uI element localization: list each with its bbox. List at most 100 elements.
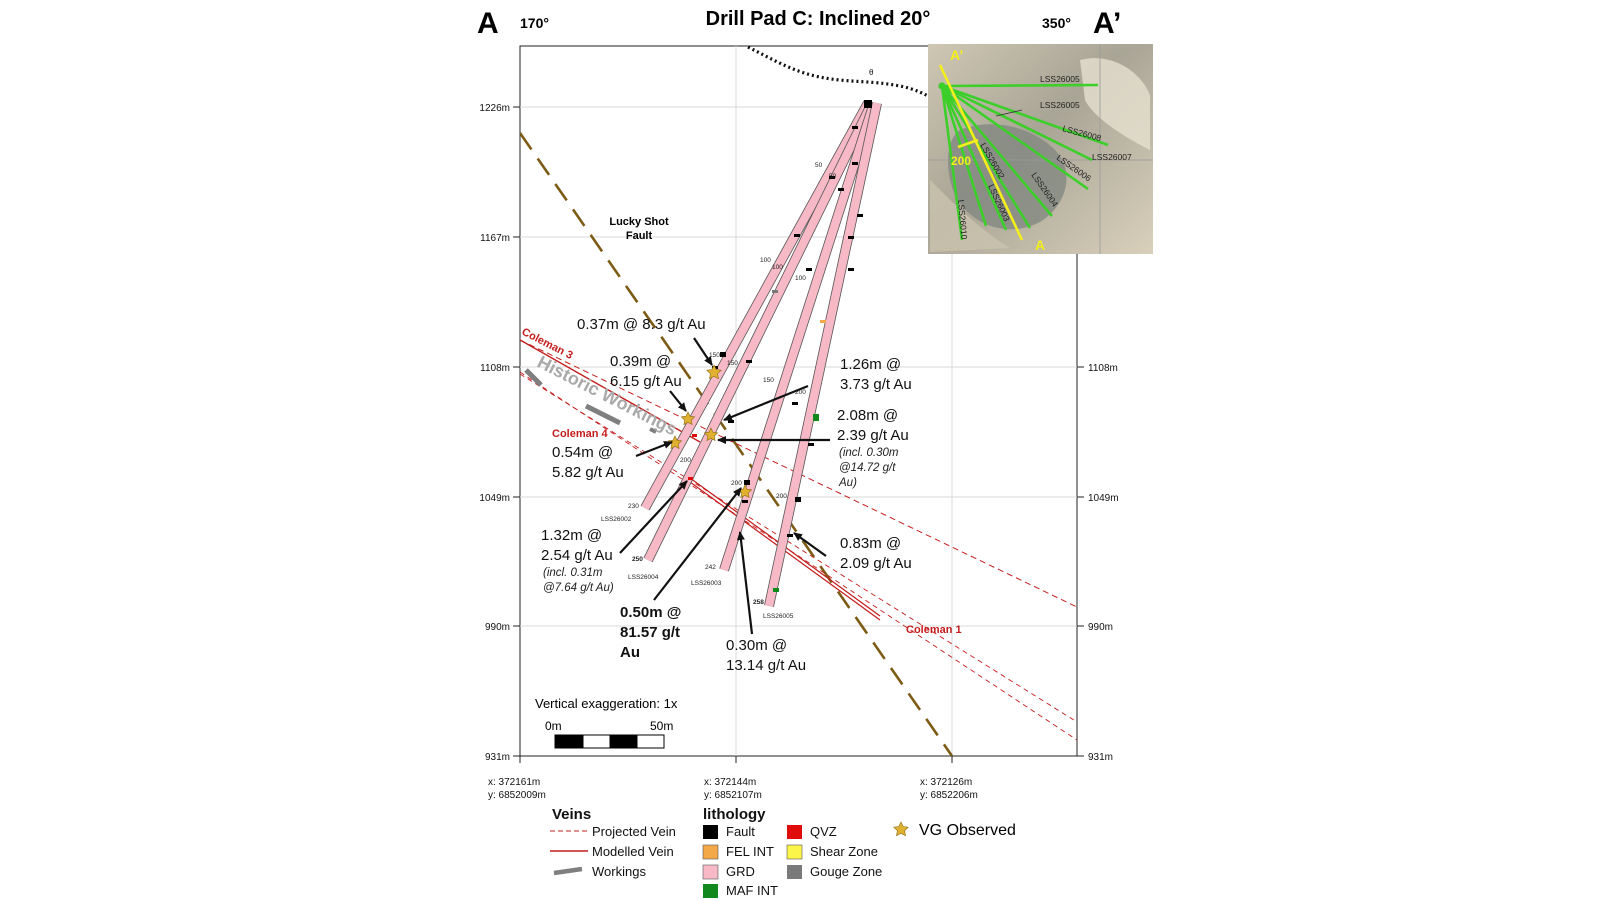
vg-star-3	[703, 427, 719, 442]
tick-lss26004-150: 150	[727, 360, 738, 367]
y-tick-990: 990m	[485, 622, 510, 633]
figure-title: Drill Pad C: Inclined 20°	[706, 8, 931, 30]
vg-star-1	[706, 364, 722, 380]
theta-label: θ	[869, 68, 874, 77]
y-tick-right-931: 931m	[1088, 752, 1113, 763]
intercept-1-arrow	[693, 337, 713, 366]
legend-qvz-swatch	[787, 825, 802, 839]
lss26005-end-depth: 258	[753, 599, 764, 606]
intercept-8-line-2: 81.57 g/t	[620, 624, 680, 641]
intercept-4-line-1: 2.08m @	[837, 407, 898, 424]
intercept-5-line-1: 0.54m @	[552, 444, 613, 461]
tick-lss26004-100: 100	[772, 264, 783, 271]
intercept-3-arrow	[723, 384, 809, 422]
intercept-6-note-2: @7.64 g/t Au)	[543, 582, 614, 594]
legend-vg-star-icon	[893, 821, 909, 837]
x-coord-2-x: x: 372144m	[704, 777, 756, 788]
vg-star-2	[680, 411, 696, 426]
lss26003-end-depth: 242	[705, 564, 716, 571]
y-tick-1167: 1167m	[480, 233, 510, 244]
lithology-intervals	[712, 126, 863, 592]
intercept-9-arrow	[736, 531, 754, 635]
vertical-exaggeration-label: Vertical exaggeration: 1x	[535, 696, 678, 711]
legend-workings: Workings	[592, 864, 646, 879]
intercept-3-line-2: 3.73 g/t Au	[840, 376, 912, 393]
tick-lss26003-100: 100	[795, 275, 806, 282]
intercept-2-arrow	[669, 390, 687, 412]
lss26002-name: LSS26002	[601, 516, 632, 523]
lucky-shot-fault-label-2: Fault	[626, 230, 653, 242]
qvz-markers	[688, 434, 697, 480]
inset-distance-label: 200	[951, 154, 971, 168]
intercept-4-note-1: (incl. 0.30m	[839, 447, 899, 459]
legend-fault-swatch	[703, 825, 718, 839]
legend-felint: FEL INT	[726, 844, 774, 859]
coleman-3-projected-vein	[520, 339, 1077, 608]
vg-stars	[667, 364, 753, 499]
lss26004-name: LSS26004	[628, 574, 659, 581]
lucky-shot-fault-label-1: Lucky Shot	[609, 216, 669, 228]
scale-fifty-label: 50m	[650, 719, 673, 733]
tick-lss26002-200: 200	[680, 457, 691, 464]
coleman-1-projected-vein	[520, 371, 1077, 741]
intercept-9-line-2: 13.14 g/t Au	[726, 657, 806, 674]
depth-ticks: 50 50 100 100 100 150 150 150 200 200 20…	[680, 162, 837, 500]
tick-lss26002-150: 150	[709, 352, 720, 359]
legend-mafint: MAF INT	[726, 883, 778, 898]
bearing-left: 170°	[520, 15, 549, 31]
inset-section-a: A	[1035, 237, 1045, 253]
hole-labels: 230 LSS26002 250 LSS26004 242 LSS26003 2…	[601, 503, 794, 620]
intercept-5-arrow	[635, 440, 673, 458]
legend-projected-vein: Projected Vein	[592, 824, 676, 839]
inset-hole-2: LSS26005	[1040, 100, 1080, 110]
inset-section-a-prime: A’	[950, 47, 963, 63]
y-tick-1226: 1226m	[479, 103, 510, 114]
legend-shear-zone: Shear Zone	[810, 844, 878, 859]
coleman-3-modelled-vein	[520, 339, 701, 443]
bearing-right: 350°	[1042, 15, 1071, 31]
section-letter-a-prime: A’	[1093, 7, 1121, 40]
lss26002-end-depth: 230	[628, 503, 639, 510]
y-tick-right-990: 990m	[1088, 622, 1113, 633]
intercept-6-line-1: 1.32m @	[541, 527, 602, 544]
intercept-6-arrow	[619, 480, 688, 554]
tick-lss26003-150: 150	[763, 377, 774, 384]
intercept-1-text: 0.37m @ 8.3 g/t Au	[577, 316, 706, 333]
coleman-4-projected-vein	[520, 373, 1077, 723]
intercept-7-line-2: 2.09 g/t Au	[840, 555, 912, 572]
scale-bar: Vertical exaggeration: 1x 0m 50m	[535, 696, 678, 749]
intercept-4-line-2: 2.39 g/t Au	[837, 427, 909, 444]
intercept-annotations: 0.37m @ 8.3 g/t Au 0.39m @ 6.15 g/t Au 1…	[541, 316, 912, 674]
lss26003-name: LSS26003	[691, 580, 722, 587]
section-letter-a: A	[477, 7, 499, 40]
y-tick-1049: 1049m	[479, 493, 510, 504]
intercept-3-line-1: 1.26m @	[840, 356, 901, 373]
intercept-9-line-1: 0.30m @	[726, 637, 787, 654]
tick-lss26004-50: 50	[829, 173, 837, 180]
scale-zero-label: 0m	[545, 719, 562, 733]
y-axis-right: 1108m 1049m 990m 931m	[1077, 363, 1119, 763]
x-coord-2-y: y: 6852107m	[704, 790, 762, 801]
legend-veins-title: Veins	[552, 806, 591, 823]
inset-hole-9: LSS26010	[956, 199, 969, 240]
intercept-4-note-2: @14.72 g/t	[839, 462, 896, 474]
intercept-8-line-3: Au	[620, 644, 640, 661]
tick-lss26002-50: 50	[815, 162, 823, 169]
legend-grd: GRD	[726, 864, 755, 879]
inset-hole-4: LSS26007	[1092, 152, 1132, 162]
x-coord-1-x: x: 372161m	[488, 777, 540, 788]
y-tick-1108: 1108m	[480, 363, 510, 374]
lss26005-name: LSS26005	[763, 613, 794, 620]
x-coord-3-x: x: 372126m	[920, 777, 972, 788]
y-tick-right-1049: 1049m	[1088, 493, 1119, 504]
collar-fault-block	[864, 100, 872, 108]
lss26004-end-depth: 250	[632, 556, 643, 563]
intercept-6-note-1: (incl. 0.31m	[543, 567, 603, 579]
y-tick-right-1108: 1108m	[1088, 363, 1118, 374]
legend-lithology-title: lithology	[703, 806, 766, 823]
intercept-8-arrow	[653, 487, 742, 601]
intercept-2-line-2: 6.15 g/t Au	[610, 373, 682, 390]
coleman-1-label: Coleman 1	[906, 624, 962, 636]
tick-lss26002-100: 100	[760, 257, 771, 264]
